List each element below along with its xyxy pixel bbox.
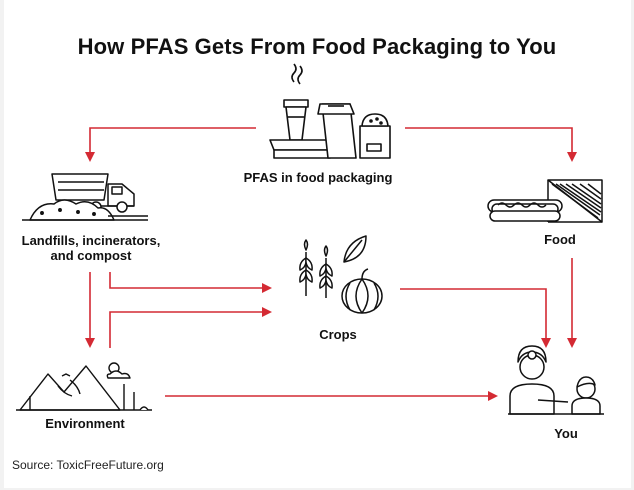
landfills-label-line1: Landfills, incinerators, — [21, 233, 161, 248]
source-credit: Source: ToxicFreeFuture.org — [12, 458, 164, 472]
diagram-title: How PFAS Gets From Food Packaging to You — [77, 34, 557, 59]
arrow-landfills-to-crops-upper — [109, 272, 272, 293]
food-label: Food — [544, 232, 576, 247]
environment-icon — [16, 362, 152, 411]
food-icon — [487, 179, 603, 223]
wheat-icon — [299, 239, 333, 298]
truck-icon — [22, 173, 148, 221]
people-icon — [508, 345, 604, 415]
crops-icon — [299, 235, 383, 314]
arrow-packaging-to-landfills — [85, 127, 256, 162]
crops-label: Crops — [319, 327, 357, 342]
arrow-packaging-to-food — [405, 127, 577, 162]
flow-arrows — [85, 127, 577, 401]
pumpkin-icon — [341, 268, 383, 314]
environment-label: Environment — [45, 416, 125, 431]
landfills-label-line2: and compost — [50, 248, 132, 263]
food-packaging-icon — [269, 63, 391, 159]
packaging-label: PFAS in food packaging — [243, 170, 393, 185]
arrow-crops-to-you — [400, 288, 551, 348]
you-label: You — [554, 426, 578, 441]
arrow-environment-to-crops — [109, 307, 272, 348]
